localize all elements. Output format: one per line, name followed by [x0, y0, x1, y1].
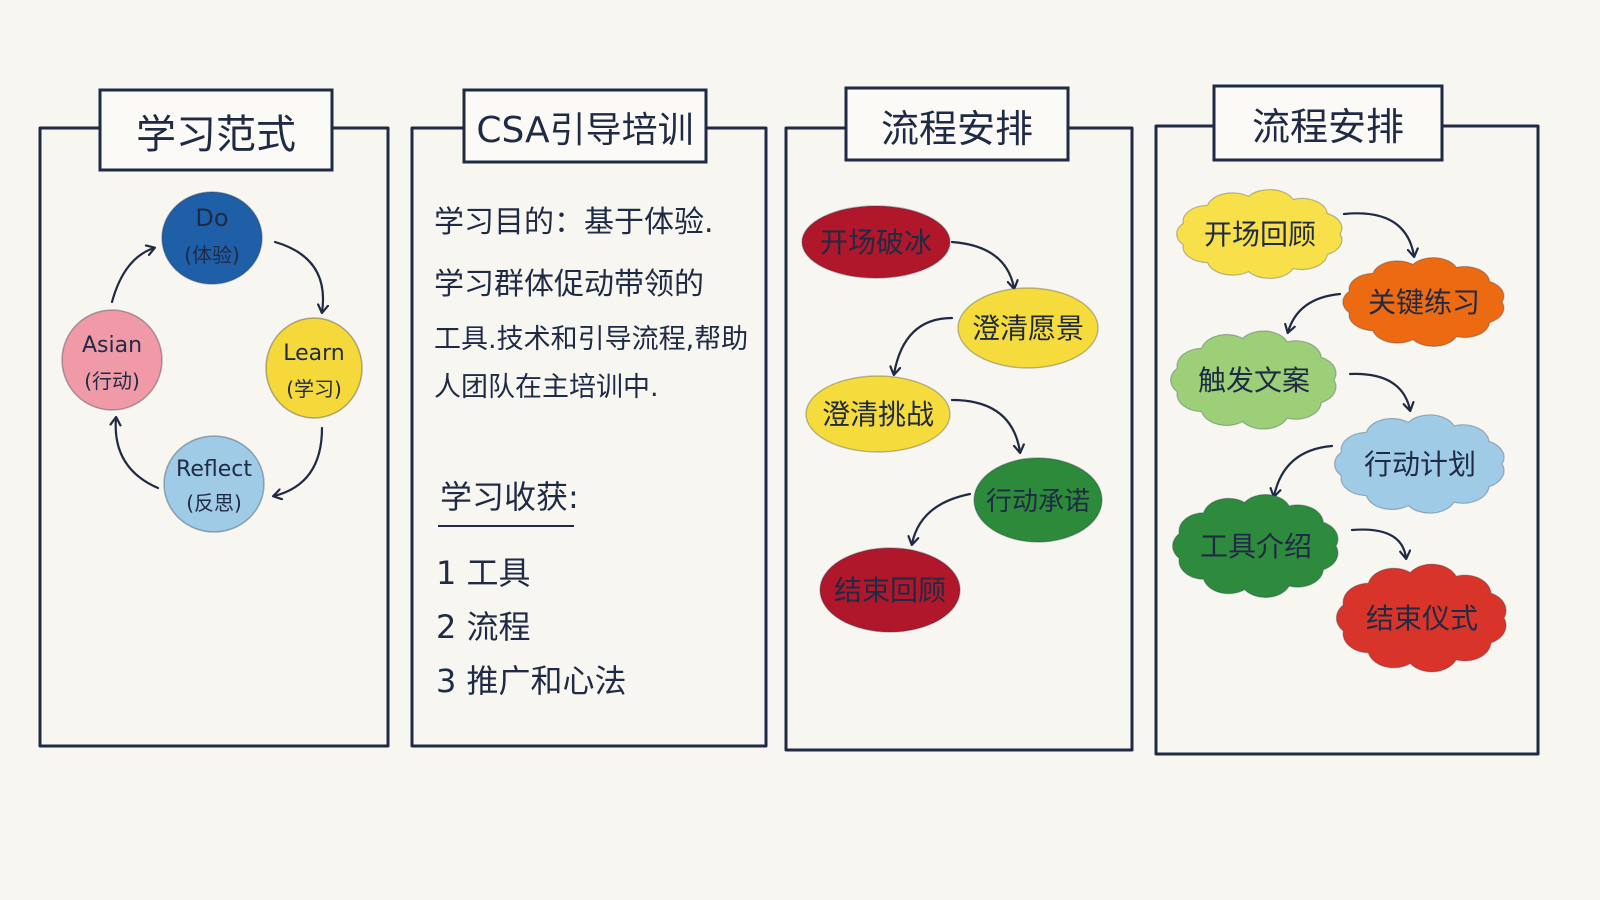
flow-step-label: 关键练习: [1368, 286, 1480, 319]
cycle-node-reflect: Reflect (反思): [163, 435, 265, 533]
panel-csa-training: CSA引导培训 学习目的：基于体验. 学习群体促动带领的 工具.技术和引导流程,…: [410, 88, 768, 748]
flow-step-cloud: 触发文案: [1170, 330, 1337, 430]
flow-step-label: 结束仪式: [1366, 602, 1478, 635]
cycle-arrow-act-do: [110, 248, 154, 304]
panel-title-box: [1212, 84, 1444, 162]
panel-agenda-2: 流程安排 开场回顾 关键练习 触发文案 行动计划 工具介绍 结束仪式: [1154, 84, 1540, 756]
cycle-node-learn: Learn (学习): [265, 317, 363, 419]
flow-step-label: 澄清挑战: [822, 398, 934, 431]
flow-step: 澄清挑战: [805, 375, 951, 453]
flow-step: 行动承诺: [973, 457, 1103, 543]
flow-arrow: [1288, 292, 1342, 332]
flow-arrow: [1274, 444, 1334, 496]
panel-title: 学习范式: [136, 112, 296, 158]
flow-step-cloud: 开场回顾: [1176, 188, 1343, 280]
flow-arrow: [1342, 212, 1414, 256]
purpose-line: 人团队在主培训中.: [434, 372, 659, 403]
panel-title-box: [98, 88, 334, 172]
flow-arrow: [950, 240, 1014, 288]
cycle-node-sub: (行动): [84, 369, 140, 393]
panel-agenda-1: 流程安排 开场破冰 澄清愿景 澄清挑战 行动承诺 结束回顾: [784, 86, 1134, 752]
cloud-shape: [1342, 257, 1505, 347]
flow-step: 开场破冰: [801, 205, 951, 279]
cycle-node-sub: (学习): [286, 377, 342, 401]
cloud-shape: [1170, 330, 1337, 430]
panel-title: 流程安排: [881, 107, 1033, 151]
flow-arrow: [894, 316, 954, 374]
flow-step-cloud: 行动计划: [1333, 414, 1505, 514]
flow-step-cloud: 结束仪式: [1335, 563, 1507, 673]
flow-step-label: 触发文案: [1198, 364, 1310, 397]
flow-step-label: 开场破冰: [820, 226, 932, 259]
flow-arrow: [1348, 372, 1410, 410]
cycle-node-label: Reflect: [176, 457, 252, 482]
flow-step-label: 开场回顾: [1204, 218, 1316, 251]
purpose-line: 工具.技术和引导流程,帮助: [434, 324, 748, 355]
gains-title: 学习收获:: [440, 478, 579, 516]
cycle-node-sub: (反思): [186, 491, 242, 515]
panel-title: 流程安排: [1252, 105, 1404, 149]
cycle-node-label: Asian: [82, 333, 142, 358]
panel-title-box: [462, 88, 708, 164]
flow-arrow: [1350, 528, 1406, 558]
flow-arrow: [912, 492, 972, 544]
cycle-node-label: Do: [195, 204, 228, 232]
flow-step-label: 澄清愿景: [972, 312, 1084, 345]
flow-step-label: 行动计划: [1364, 448, 1476, 481]
cycle-node-act: Asian (行动): [61, 309, 163, 411]
panel-title: CSA引导培训: [476, 110, 693, 151]
cycle-arrow-do-learn: [273, 240, 323, 312]
flow-step: 澄清愿景: [957, 287, 1099, 369]
purpose-line: 学习目的：基于体验.: [434, 205, 714, 240]
cycle-node-sub: (体验): [184, 243, 240, 267]
flow-step-label: 工具介绍: [1200, 530, 1312, 563]
flow-step: 结束回顾: [819, 547, 961, 633]
flow-step-label: 行动承诺: [986, 487, 1090, 517]
purpose-line: 学习群体促动带领的: [434, 267, 704, 302]
cycle-node-label: Learn: [283, 341, 345, 366]
cycle-arrow-learn-reflect: [274, 426, 324, 496]
gains-item: 1 工具: [436, 554, 531, 592]
gains-item: 2 流程: [436, 608, 531, 646]
panel-learning-paradigm: 学习范式 Do (体验) Learn (学习) Reflect (反思) Asi…: [38, 88, 390, 748]
cycle-node-do: Do (体验): [161, 191, 263, 285]
flow-arrow: [950, 398, 1020, 452]
cloud-shape: [1333, 414, 1505, 514]
flow-step-cloud: 关键练习: [1342, 257, 1505, 347]
cycle-arrow-reflect-act: [116, 418, 160, 490]
flow-step-label: 结束回顾: [834, 574, 946, 607]
panel-title-box: [844, 86, 1070, 162]
cloud-shape: [1335, 563, 1507, 673]
cloud-shape: [1172, 493, 1339, 599]
flow-step-cloud: 工具介绍: [1172, 493, 1339, 599]
cloud-shape: [1176, 188, 1343, 280]
gains-item: 3 推广和心法: [436, 662, 627, 700]
